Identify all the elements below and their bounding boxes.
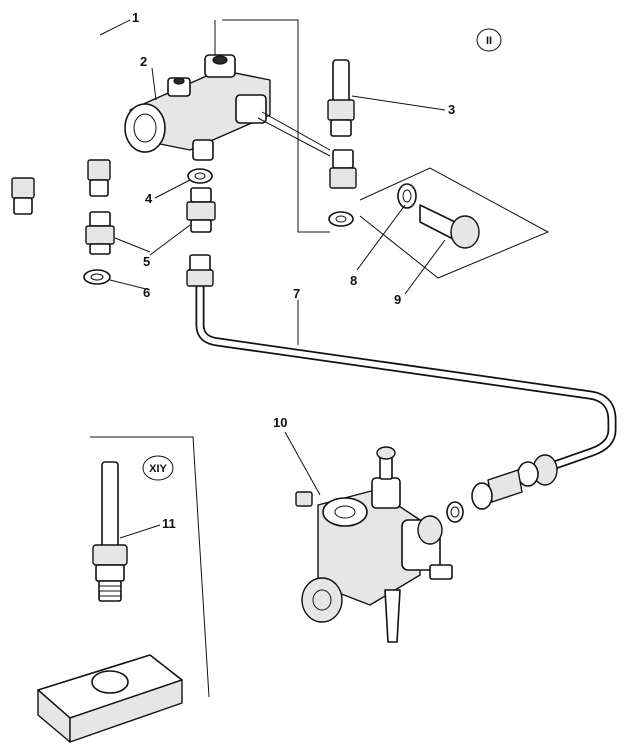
part-8-9-bolt-group bbox=[359, 167, 550, 279]
callout-9: 9 bbox=[394, 292, 401, 307]
callout-labels: 1 2 3 4 5 6 7 8 9 10 11 bbox=[132, 10, 455, 531]
part-2-distributor-body bbox=[124, 19, 331, 233]
callout-2: 2 bbox=[140, 54, 147, 69]
view-badge-top-label: II bbox=[486, 35, 492, 47]
inset-view-frame bbox=[90, 436, 210, 698]
callout-8: 8 bbox=[350, 273, 357, 288]
part-5-fitting-center bbox=[186, 187, 216, 233]
part-4-washer bbox=[187, 168, 213, 184]
callout-6: 6 bbox=[143, 285, 150, 300]
pipe-end-fittings bbox=[446, 454, 558, 523]
part-6-washer bbox=[83, 269, 111, 285]
part-5-fitting-left bbox=[85, 211, 115, 255]
callout-10: 10 bbox=[273, 415, 287, 430]
view-badge-top: II bbox=[476, 28, 502, 52]
leader-lines bbox=[99, 19, 446, 539]
callout-4: 4 bbox=[145, 191, 153, 206]
part-1-u-pipe bbox=[11, 27, 111, 215]
callout-11: 11 bbox=[162, 516, 176, 531]
part-11-sleeve-fitting bbox=[92, 461, 128, 602]
view-badge-bottom-label: XIY bbox=[149, 463, 167, 475]
callout-3: 3 bbox=[448, 102, 455, 117]
callout-7: 7 bbox=[293, 286, 300, 301]
callout-1: 1 bbox=[132, 10, 139, 25]
mounting-block bbox=[37, 654, 183, 743]
part-7-pipe bbox=[186, 254, 617, 470]
part-nut-fitting bbox=[328, 149, 357, 227]
part-3-fitting bbox=[327, 59, 355, 137]
part-10-valve-assembly bbox=[295, 446, 453, 643]
callout-5: 5 bbox=[143, 254, 150, 269]
view-badge-bottom: XIY bbox=[142, 455, 174, 481]
